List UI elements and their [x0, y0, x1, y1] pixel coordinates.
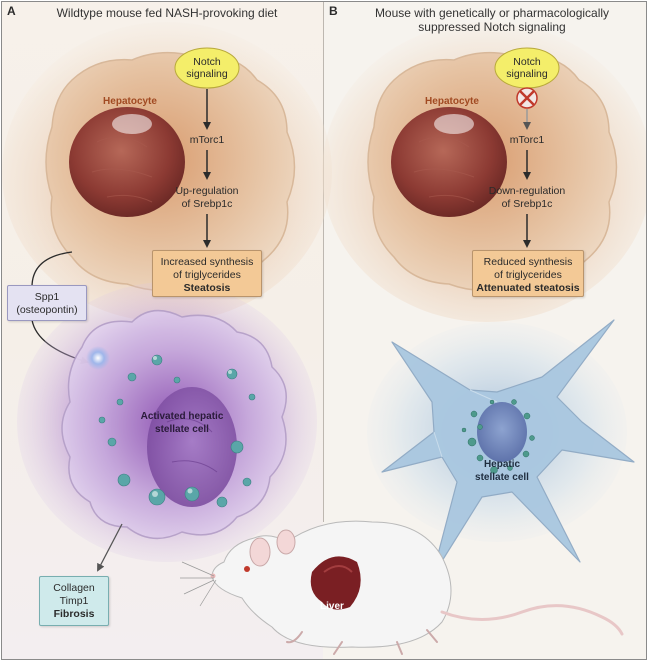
hepatocyte-label-b: Hepatocyte	[425, 96, 479, 107]
regulation-a-line2: of Srebp1c	[181, 198, 233, 210]
fibrosis-label: Fibrosis	[53, 608, 95, 620]
hepatic-stellate-line2: stellate cell	[475, 472, 529, 483]
regulation-b-line2: of Srebp1c	[501, 198, 553, 210]
hepatocyte-label-a: Hepatocyte	[103, 96, 157, 107]
panel-b-title-line1: Mouse with genetically or pharmacologica…	[374, 6, 610, 20]
spp1-line1: Spp1	[34, 291, 60, 303]
panel-divider	[323, 2, 324, 522]
steatosis-label: Steatosis	[183, 282, 231, 294]
regulation-label-b: Down-regulation of Srebp1c	[477, 185, 577, 211]
panel-a-title: Wildtype mouse fed NASH-provoking diet	[56, 6, 278, 20]
synthesis-box-b: Reduced synthesis of triglycerides Atten…	[472, 250, 584, 297]
mouse	[180, 520, 624, 655]
regulation-label-a: Up-regulation of Srebp1c	[162, 185, 252, 211]
activated-stellate-label: Activated hepatic stellate cell	[132, 410, 232, 436]
quiescent-stellate-cell	[367, 319, 635, 578]
inhibition-x-icon	[516, 87, 538, 109]
panel-b-title-line2: suppressed Notch signaling	[418, 20, 566, 34]
hepatic-stellate-label: Hepatic stellate cell	[457, 458, 547, 484]
activated-stellate-line2: stellate cell	[155, 424, 209, 435]
activated-stellate-line1: Activated hepatic	[140, 411, 224, 422]
panel-b-title: Mouse with genetically or pharmacologica…	[342, 6, 642, 34]
hepatic-stellate-line1: Hepatic	[483, 459, 521, 470]
liver-label: Liver	[320, 601, 344, 612]
spp1-line2: (osteopontin)	[16, 304, 78, 316]
hepatocyte-b	[322, 22, 646, 322]
mtorc-label-a: mTorc1	[189, 134, 225, 146]
fibrosis-line2: Timp1	[59, 595, 89, 607]
synthesis-b-line1: Reduced synthesis	[483, 256, 573, 268]
notch-label-b: Notch signaling	[497, 56, 557, 80]
arrow-stellate-fibrosis	[97, 523, 123, 572]
notch-label-a-line1: Notch	[193, 56, 221, 68]
fibrosis-box: Collagen Timp1 Fibrosis	[39, 576, 109, 626]
synthesis-b-line2: of triglycerides	[494, 269, 562, 281]
synthesis-a-line1: Increased synthesis	[160, 256, 254, 268]
attenuated-steatosis-label: Attenuated steatosis	[476, 282, 580, 294]
hepatocyte-a	[2, 22, 332, 322]
panel-b-letter: B	[329, 4, 338, 18]
synthesis-a-line2: of triglycerides	[173, 269, 241, 281]
mtorc-label-b: mTorc1	[509, 134, 545, 146]
notch-oval-a	[174, 47, 240, 89]
panel-a-letter: A	[7, 4, 16, 18]
notch-label-a-line2: signaling	[186, 68, 228, 80]
regulation-a-line1: Up-regulation	[175, 185, 239, 197]
notch-label-b-line2: signaling	[506, 68, 548, 80]
notch-label-b-line1: Notch	[513, 56, 541, 68]
synthesis-box-a: Increased synthesis of triglycerides Ste…	[152, 250, 262, 297]
fibrosis-line1: Collagen	[53, 582, 95, 594]
regulation-b-line1: Down-regulation	[488, 185, 566, 197]
notch-label-a: Notch signaling	[177, 56, 237, 80]
spp1-box: Spp1 (osteopontin)	[7, 285, 87, 321]
activated-stellate-cell	[17, 282, 317, 562]
